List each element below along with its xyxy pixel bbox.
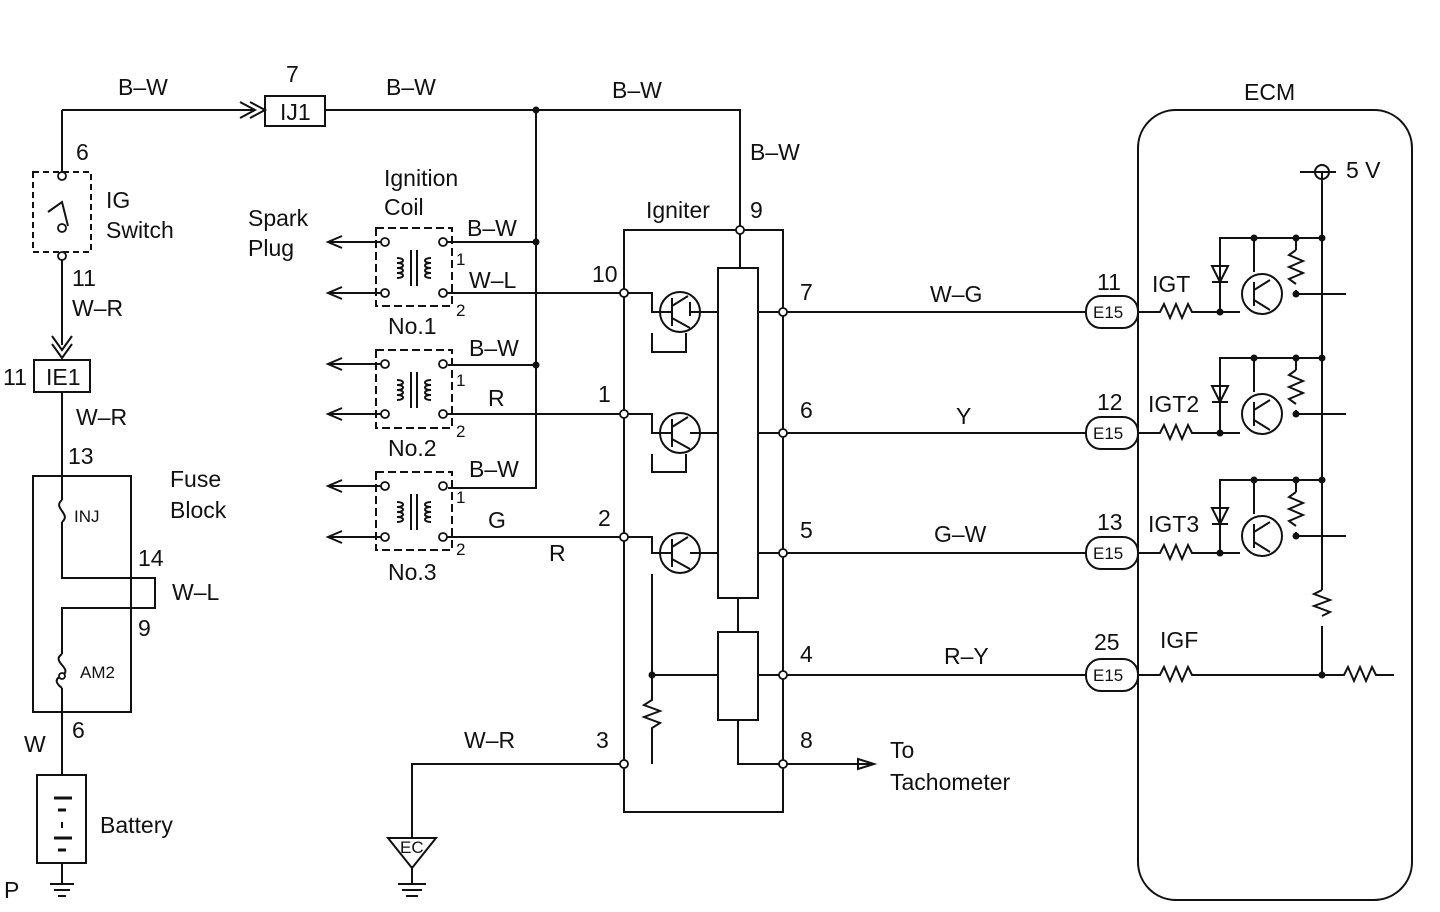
pin-label: 2 [456,422,465,441]
ig-switch [32,110,92,360]
wire-label-bw: B–W [612,77,662,103]
wire-label-gw: G–W [934,521,987,547]
pin-label: 8 [800,727,813,753]
pin-label: 11 [1097,269,1121,295]
pin-label: 1 [456,250,465,269]
ignition-coil-label: Ignition [384,165,458,191]
pin-label: 6 [800,397,813,423]
wire-label-wg: W–G [930,281,982,307]
pin-label: 10 [592,261,618,287]
wire-label-bw: B–W [469,335,519,361]
wire-label-w: W [24,731,46,757]
pin-label: 7 [800,279,813,305]
coil-name: No.2 [388,435,437,461]
wire-label-r: R [549,540,566,566]
signal-wires [787,311,1086,676]
pin-label: 4 [800,641,813,667]
wire-label-wr: W–R [72,295,123,321]
pin-label: 13 [68,443,94,469]
pin-label: 2 [456,540,465,559]
ig-switch-label: IG [106,187,130,213]
ecm-signal-igt3: IGT3 [1148,511,1199,537]
transistor-3 [624,532,718,574]
battery-label: Battery [100,812,173,838]
pin-label: 5 [800,517,813,543]
ground-p-label: P [4,877,19,903]
fuse-block [32,475,156,713]
pin-label: 1 [456,488,465,507]
connector-ie1-label: IE1 [46,364,81,390]
e15-label: E15 [1093,424,1123,443]
transistor-2 [624,412,718,454]
ecm-box [1137,109,1413,901]
wire-label-y: Y [956,403,971,429]
wire-label-bw: B–W [467,215,517,241]
pin-label: 6 [72,717,85,743]
coil-name: No.3 [388,559,437,585]
wire-label-g: G [488,507,506,533]
transistor-1 [624,291,718,333]
coil-name: No.1 [388,313,437,339]
pin-label: 14 [138,545,164,571]
pin-label: 11 [3,364,27,390]
spark-plug-label: Spark [248,205,309,231]
wire-label-bw: B–W [750,139,800,165]
pin-label: 9 [138,615,151,641]
connector-ie1 [33,359,91,476]
tachometer-output [787,757,878,771]
pin-label: 2 [456,301,465,320]
tachometer-label: To [890,737,914,763]
wire-label-bw: B–W [386,74,436,100]
wire-label-bw: B–W [469,456,519,482]
ig-switch-label: Switch [106,217,174,243]
e15-label: E15 [1093,544,1123,563]
pin-label: 9 [750,197,763,223]
fuse-am2-label: AM2 [80,663,115,682]
wire-label-ry: R–Y [944,643,989,669]
ecm-signal-igt: IGT [1152,271,1190,297]
wire-label-r: R [488,385,505,411]
battery [36,712,87,897]
pin-label: 1 [598,381,611,407]
ignition-coil-3 [325,471,624,551]
fuse-block-label: Block [170,497,227,523]
igniter-label: Igniter [646,197,710,223]
five-v-label: 5 V [1346,157,1381,183]
wire-label-wl: W–L [469,267,517,293]
pin-label: 1 [456,371,465,390]
fuse-inj-label: INJ [74,507,100,526]
spark-plug-label: Plug [248,235,294,261]
ignition-coil-1 [325,227,624,307]
ecm-internal-circuit [1138,164,1394,684]
pin-label: 12 [1097,389,1123,415]
e15-label: E15 [1093,303,1123,322]
ground-ec [385,763,620,897]
pin-label: 7 [286,61,299,87]
ecm-label: ECM [1244,79,1295,105]
ecm-signal-igf: IGF [1160,627,1198,653]
pin-label: 6 [76,139,89,165]
pin-label: 11 [72,265,96,291]
pin-label: 3 [596,727,609,753]
connector-ij1-label: IJ1 [280,99,311,125]
wire-label-wr: W–R [464,727,515,753]
pin-label: 25 [1094,629,1120,655]
tachometer-label: Tachometer [890,769,1011,795]
ignition-coil-2 [325,349,624,429]
fuse-block-label: Fuse [170,466,221,492]
wire-label-bw: B–W [118,74,168,100]
bw-top-bus [62,95,741,489]
igniter [619,225,788,813]
pin-label: 2 [598,505,611,531]
wire-label-wr: W–R [76,404,127,430]
pin-label: 13 [1097,509,1123,535]
ignition-coil-label: Coil [384,194,424,220]
ground-ec-label: EC [400,838,424,857]
ecm-signal-igt2: IGT2 [1148,391,1199,417]
e15-label: E15 [1093,666,1123,685]
wire-label-wl: W–L [172,579,220,605]
